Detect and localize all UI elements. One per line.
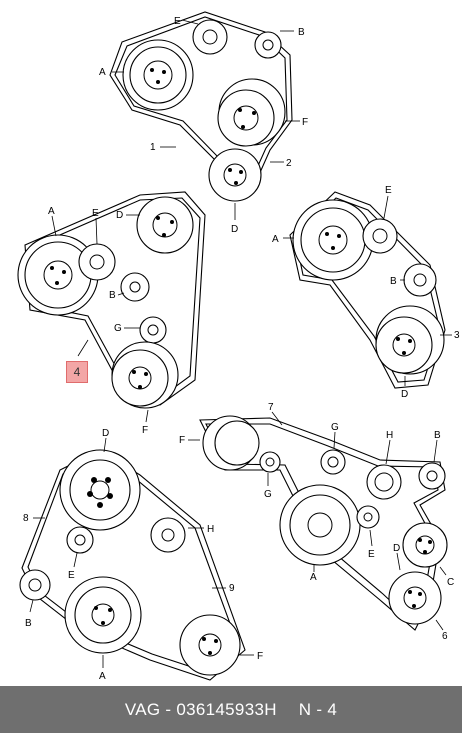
svg-text:3: 3 (454, 330, 460, 341)
svg-text:2: 2 (286, 158, 292, 169)
svg-text:1: 1 (150, 142, 156, 153)
svg-text:G: G (114, 323, 122, 334)
belt-routing-diagram: E B A F 1 2 D A E D (17, 11, 460, 682)
svg-text:G: G (264, 489, 272, 500)
svg-text:G: G (331, 422, 339, 433)
belt-variant-right: E A B 3 D (272, 185, 460, 400)
position-text: N - 4 (298, 699, 338, 719)
svg-text:H: H (386, 430, 393, 441)
belt-variant-bottom-left: D 8 H E 9 B A F (19, 428, 263, 682)
belt-variant-top: E B A F 1 2 D (99, 11, 308, 235)
svg-text:E: E (368, 549, 375, 560)
svg-text:A: A (272, 234, 279, 245)
part-number-text: VAG - 036145933H (124, 699, 277, 719)
svg-text:A: A (99, 67, 106, 78)
callout-highlight-box: 4 (66, 361, 88, 383)
belt-variant-bottom-right: 7 F G H B G E D C A 6 (179, 402, 454, 642)
svg-text:B: B (25, 618, 32, 629)
svg-text:F: F (142, 425, 148, 436)
svg-text:8: 8 (23, 513, 29, 524)
svg-text:B: B (434, 430, 441, 441)
belt-variant-left: A E D B G F (17, 191, 206, 436)
svg-text:D: D (393, 543, 400, 554)
svg-text:B: B (390, 276, 397, 287)
svg-text:B: B (298, 27, 305, 38)
svg-text:E: E (385, 185, 392, 196)
svg-text:F: F (302, 117, 308, 128)
svg-text:F: F (257, 651, 263, 662)
svg-text:E: E (174, 16, 181, 27)
svg-text:H: H (207, 524, 214, 535)
svg-text:E: E (92, 208, 99, 219)
svg-text:D: D (401, 389, 408, 400)
svg-text:D: D (102, 428, 109, 439)
svg-text:D: D (231, 224, 238, 235)
svg-text:A: A (99, 671, 106, 682)
svg-text:D: D (116, 210, 123, 221)
svg-text:A: A (48, 206, 55, 217)
part-footer-bar: VAG - 036145933H N - 4 (0, 686, 462, 733)
svg-text:C: C (447, 577, 454, 588)
svg-text:9: 9 (229, 583, 235, 594)
svg-text:6: 6 (442, 631, 448, 642)
svg-text:E: E (68, 570, 75, 581)
svg-text:F: F (179, 435, 185, 446)
svg-text:B: B (109, 290, 116, 301)
svg-text:7: 7 (268, 402, 274, 413)
svg-text:A: A (310, 572, 317, 583)
